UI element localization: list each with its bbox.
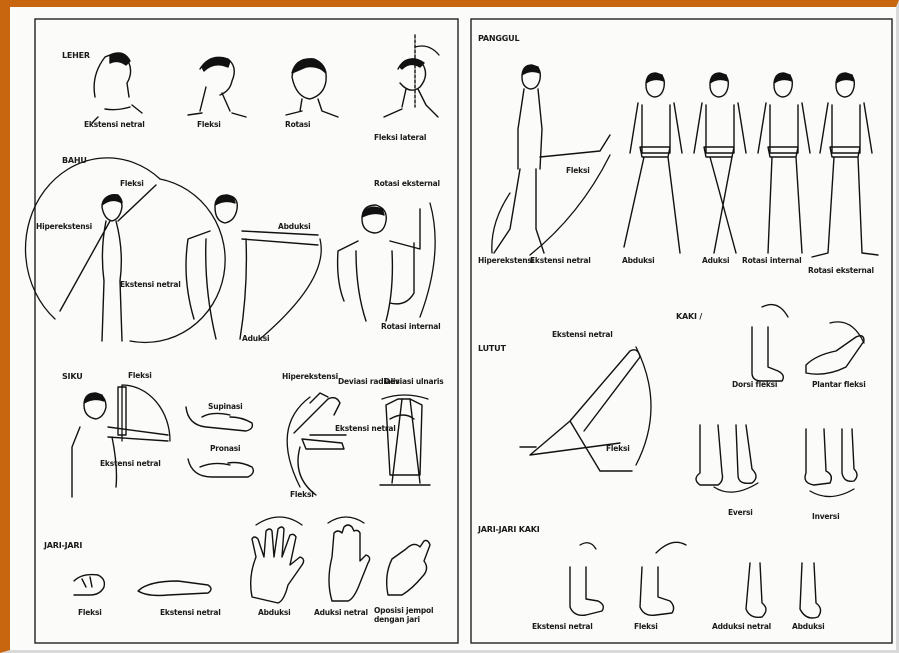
wrist-label-fleksi: Fleksi [290, 490, 314, 499]
hip-label-ekstensi-netral: Ekstensi netral [530, 256, 591, 265]
hip-flexion-figure [492, 65, 610, 255]
knee-flexion-figure [520, 347, 651, 471]
shoulder-rotation-figure [338, 203, 436, 321]
toe-extension-figure [570, 543, 603, 616]
foot-plantarflexion-figure [806, 322, 864, 374]
elbow-flexion-figure [72, 385, 170, 497]
hip-label-abduksi: Abduksi [622, 256, 655, 265]
shoulder-label-fleksi: Fleksi [120, 179, 144, 188]
finger-abduction-figure [251, 517, 304, 603]
foot-label-plantar-fleksi: Plantar fleksi [812, 380, 866, 389]
finger-extension-figure [138, 581, 211, 596]
toe-label-fleksi: Fleksi [634, 622, 658, 631]
finger-label-ekstensi-netral: Ekstensi netral [160, 608, 221, 617]
neck-lateral-flexion-figure [384, 35, 439, 117]
toe-flexion-figure [640, 542, 686, 615]
wrist-deviation-figure [380, 395, 430, 485]
neck-extension-figure [92, 53, 142, 123]
knee-label-ekstensi-netral: Ekstensi netral [552, 330, 613, 339]
foot-inversion-figure [805, 429, 857, 497]
shoulder-label-abduksi: Abduksi [278, 222, 311, 231]
hip-adduction-figure [694, 73, 746, 253]
foot-dorsiflexion-figure [752, 305, 788, 381]
wrist-label-ekstensi-netral: Ekstensi netral [335, 424, 396, 433]
illustration-canvas [10, 7, 896, 650]
shoulder-abduction-figure [186, 195, 321, 339]
finger-flexion-figure [74, 575, 104, 595]
foot-eversion-figure [696, 425, 758, 492]
elbow-label-fleksi: Fleksi [128, 371, 152, 380]
wrist-label-deviasi-ulnaris: Deviasi ulnaris [384, 377, 444, 386]
finger-label-oposisi-jempol: Oposisi jempol dengan jari [374, 606, 436, 624]
elbow-pronation-figure [188, 459, 253, 477]
hip-rotation-external-figure [812, 73, 878, 257]
section-title-bahu: BAHU [62, 156, 87, 165]
elbow-label-supinasi: Supinasi [208, 402, 243, 411]
finger-label-fleksi: Fleksi [78, 608, 102, 617]
neck-flexion-figure [188, 57, 246, 117]
toe-label-ekstensi-netral: Ekstensi netral [532, 622, 593, 631]
section-title-jari-jari: JARI-JARI [44, 541, 82, 550]
section-title-leher: LEHER [62, 51, 90, 60]
toe-adduction-figure [746, 563, 766, 617]
shoulder-label-hiperekstensi: Hiperekstensi [36, 222, 92, 231]
wrist-flexion-figure [287, 393, 346, 495]
hip-label-fleksi: Fleksi [566, 166, 590, 175]
neck-label-ekstensi-netral: Ekstensi netral [84, 120, 145, 129]
toe-label-abduksi: Abduksi [792, 622, 825, 631]
shoulder-label-ekstensi-netral: Ekstensi netral [120, 280, 181, 289]
section-title-panggul: PANGGUL [478, 34, 519, 43]
section-title-siku: SIKU [62, 372, 83, 381]
foot-label-dorsi-fleksi: Dorsi fleksi [732, 380, 777, 389]
right-panel-border [471, 19, 892, 643]
neck-label-fleksi: Fleksi [197, 120, 221, 129]
hip-label-rotasi-eksternal: Rotasi eksternal [808, 266, 874, 275]
elbow-label-pronasi: Pronasi [210, 444, 240, 453]
section-title-jari-jari-kaki: JARI-JARI KAKI [478, 525, 539, 534]
neck-label-rotasi: Rotasi [285, 120, 310, 129]
hip-abduction-figure [624, 73, 682, 253]
neck-rotation-figure [286, 59, 338, 117]
hip-label-rotasi-internal: Rotasi internal [742, 256, 801, 265]
toe-label-adduksi-netral: Adduksi netral [712, 622, 771, 631]
section-title-lutut: LUTUT [478, 344, 506, 353]
finger-adduction-figure [328, 517, 370, 601]
thumb-opposition-figure [387, 541, 430, 596]
finger-label-aduksi-netral: Aduksi netral [314, 608, 368, 617]
wrist-label-hiperekstensi: Hiperekstensi [282, 372, 338, 381]
foot-label-inversi: Inversi [812, 512, 839, 521]
knee-label-fleksi: Fleksi [606, 444, 630, 453]
foot-label-eversi: Eversi [728, 508, 753, 517]
shoulder-label-rotasi-eksternal: Rotasi eksternal [374, 179, 440, 188]
section-title-kaki: KAKI / [676, 312, 702, 321]
elbow-label-ekstensi-netral: Ekstensi netral [100, 459, 161, 468]
hip-rotation-internal-figure [758, 73, 810, 253]
shoulder-label-rotasi-internal: Rotasi internal [381, 322, 440, 331]
shoulder-label-aduksi: Aduksi [242, 334, 269, 343]
finger-label-abduksi: Abduksi [258, 608, 291, 617]
toe-abduction-figure [800, 563, 821, 618]
neck-label-fleksi-lateral: Fleksi lateral [374, 133, 426, 142]
hip-label-hiperekstensi: Hiperekstensi [478, 256, 534, 265]
hip-label-aduksi: Aduksi [702, 256, 729, 265]
